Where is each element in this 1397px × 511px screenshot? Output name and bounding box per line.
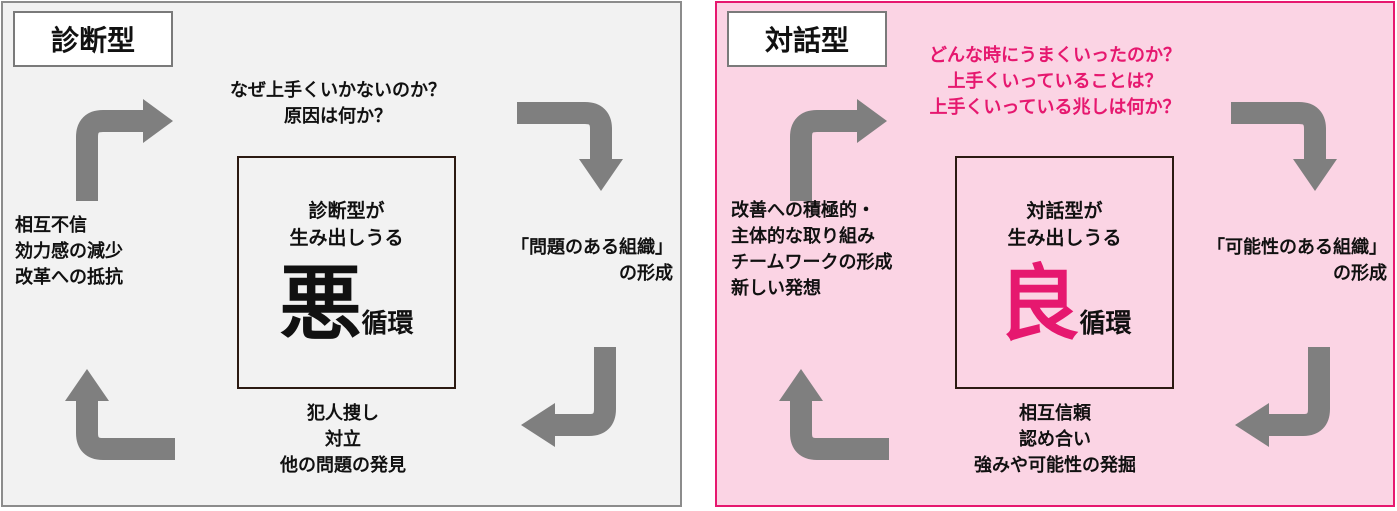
left-effects: 相互不信 効力感の減少 改革への抵抗 — [15, 215, 123, 288]
arrow-right-down-icon — [1231, 102, 1337, 191]
top-questions: なぜ上手くいかないのか？ 原因は何か？ — [230, 80, 446, 127]
dialogic-panel: 対話型 どんな時にうまくいったのか？ 上手くいっていることは？ 上手くいっている… — [715, 1, 1395, 507]
cycle-label: 循環 — [1079, 309, 1132, 339]
center-box: 対話型が 生み出しうる 良循環 — [955, 156, 1174, 389]
arrow-down-left-icon — [1235, 347, 1330, 447]
top-questions: どんな時にうまくいったのか？ 上手くいっていることは？ 上手くいっている兆しは何… — [929, 45, 1181, 118]
bottom-effects: 相互信頼 認め合い 強みや可能性の発掘 — [974, 403, 1136, 476]
bad-char: 悪 — [279, 256, 362, 352]
problem-org-text: 「問題のある組織」 の形成 — [511, 237, 673, 284]
diagnostic-panel: 診断型 なぜ上手くいかないのか？ 原因は何か？ 診断型が 生み出しうる 悪循環 … — [1, 1, 682, 507]
arrow-down-left-icon — [521, 347, 616, 447]
cycle-label: 循環 — [361, 309, 414, 339]
good-char: 良 — [997, 256, 1080, 352]
possibility-org-text: 「可能性のある組織」 の形成 — [1207, 237, 1387, 284]
arrow-up-right-icon — [76, 99, 173, 201]
arrow-left-up-icon — [779, 369, 889, 460]
bottom-effects: 犯人捜し 対立 他の問題の発見 — [280, 403, 406, 476]
dialogic-title: 対話型 — [727, 11, 887, 67]
arrow-up-right-icon — [790, 99, 887, 201]
center-box: 診断型が 生み出しうる 悪循環 — [237, 156, 456, 389]
arrow-left-up-icon — [65, 369, 175, 460]
diagnostic-title: 診断型 — [13, 11, 173, 67]
left-effects: 改善への積極的・ 主体的な取り組み チームワークの形成 新しい発想 — [731, 200, 893, 299]
arrow-right-down-icon — [517, 102, 623, 191]
